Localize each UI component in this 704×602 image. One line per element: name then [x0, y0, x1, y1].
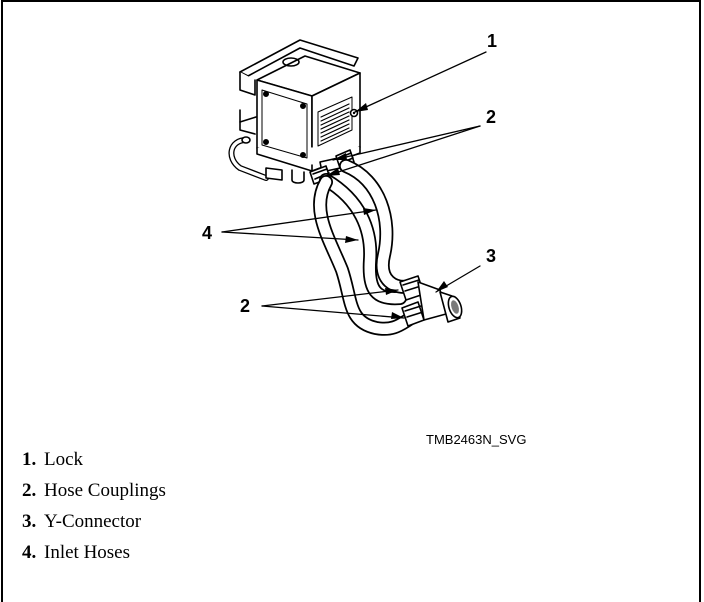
legend-label: Y-Connector: [44, 511, 142, 532]
power-cord: [228, 136, 283, 181]
legend-item: 1. Lock: [22, 444, 166, 475]
legend-label: Hose Couplings: [44, 480, 166, 501]
inlet-hoses: [313, 159, 419, 336]
callout-2-upper: 2: [486, 107, 496, 127]
legend-label: Lock: [44, 449, 84, 470]
y-connector: [399, 275, 463, 327]
mounting-bracket: [239, 39, 359, 135]
legend-item: 4. Inlet Hoses: [22, 537, 166, 568]
legend-number: 2.: [22, 480, 37, 501]
legend-list: 1. Lock 2. Hose Couplings 3. Y-Connector 4.…: [22, 444, 166, 568]
legend-item: 2. Hose Couplings: [22, 475, 166, 506]
control-box: [256, 55, 361, 172]
legend-label: Inlet Hoses: [44, 542, 131, 563]
callout-1: 1: [487, 31, 497, 51]
callout-2-lower: 2: [240, 296, 250, 316]
callout-4: 4: [202, 223, 212, 243]
figure-id-label: TMB2463N_SVG: [426, 432, 527, 447]
unit-illustration: 1 2 3 4 2: [202, 31, 497, 336]
leader-arrowheads: [326, 103, 448, 319]
legend-number: 3.: [22, 511, 37, 532]
legend-item: 3. Y-Connector: [22, 506, 166, 537]
leader-lines: [221, 51, 487, 319]
legend-number: 1.: [22, 449, 37, 470]
legend-number: 4.: [22, 542, 37, 563]
callout-3: 3: [486, 246, 496, 266]
